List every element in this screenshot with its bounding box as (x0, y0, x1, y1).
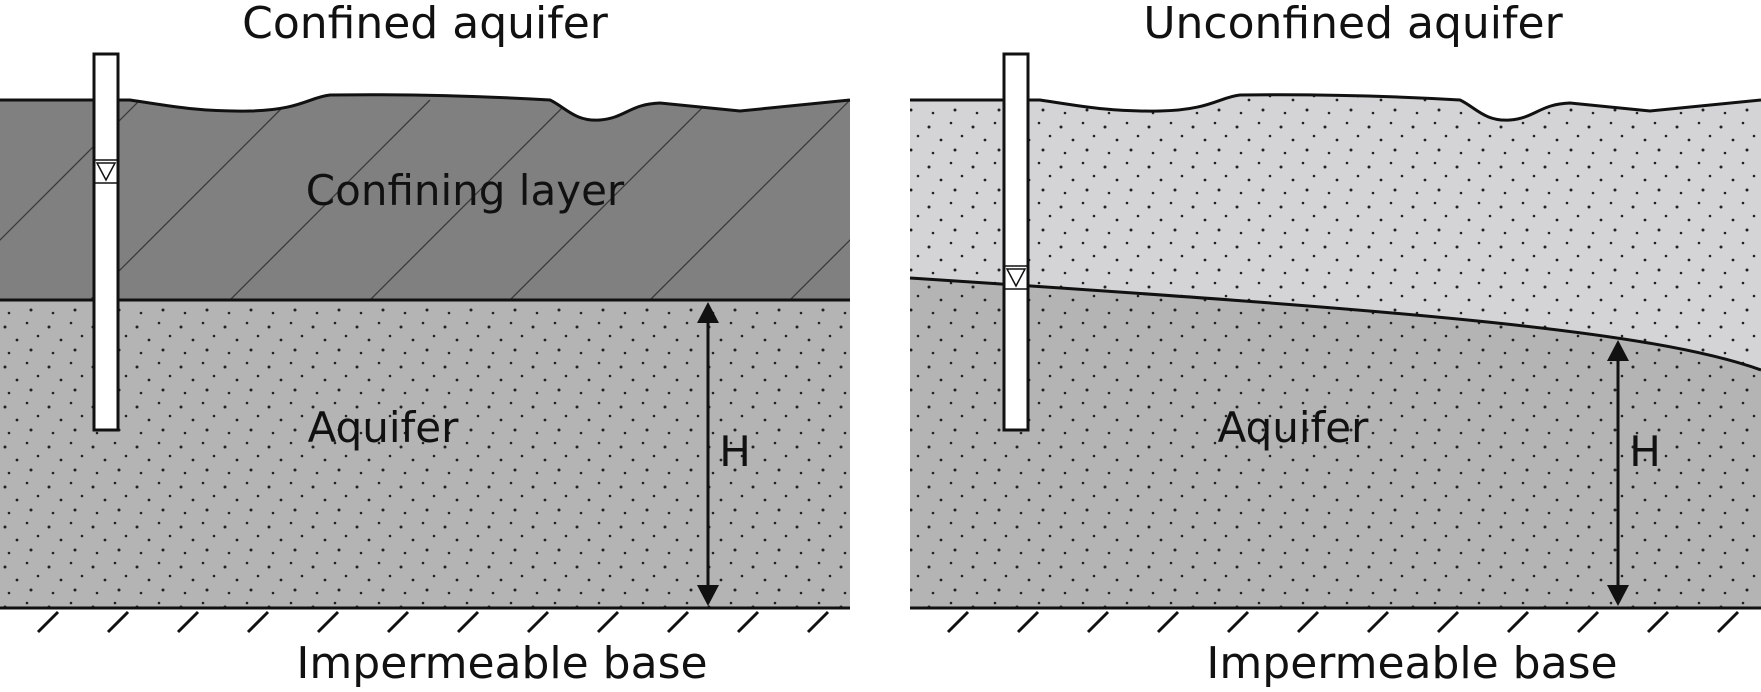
confined-aquifer-panel: Confined aquifer Confining layer Aquifer… (0, 0, 851, 689)
aquifer-right-dots (910, 278, 1761, 608)
label-aquifer-left: Aquifer (308, 403, 460, 452)
well-left (92, 52, 120, 432)
label-base-left: Impermeable base (296, 638, 707, 689)
dimension-arrow-icon (1607, 340, 1629, 606)
water-level-triangle-icon (95, 162, 117, 182)
unconfined-aquifer-panel: Unconfined aquifer Aquifer H Impermeable… (909, 0, 1761, 689)
unsaturated-zone-dots (910, 94, 1761, 370)
title-confined: Confined aquifer (242, 0, 609, 49)
ground-surface-right (910, 93, 1761, 122)
label-base-right: Impermeable base (1206, 638, 1617, 689)
label-aquifer-right: Aquifer (1218, 403, 1370, 452)
well-right (1002, 52, 1030, 432)
base-hatch-right (946, 610, 1740, 634)
title-unconfined: Unconfined aquifer (1143, 0, 1563, 49)
confining-layer (0, 94, 850, 300)
confining-layer-hatch (0, 99, 850, 300)
label-h-left: H (719, 427, 751, 476)
label-h-right: H (1629, 427, 1661, 476)
water-table (909, 276, 1761, 372)
water-level-triangle-icon (1005, 268, 1027, 288)
label-confining-layer: Confining layer (306, 166, 625, 215)
dimension-arrow-icon (697, 302, 719, 606)
ground-surface-left (0, 93, 851, 122)
base-hatch-left (36, 610, 830, 634)
